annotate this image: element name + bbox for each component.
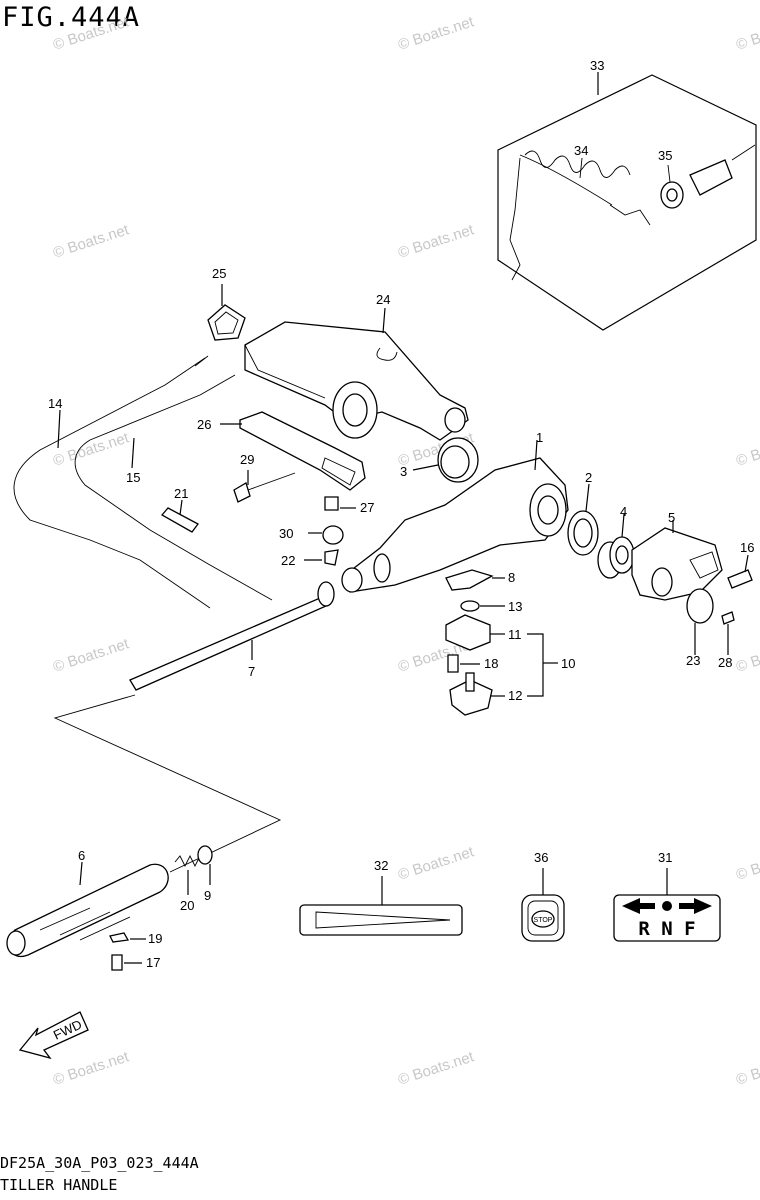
part-24-bracket xyxy=(244,307,469,441)
callout-27: 27 xyxy=(360,500,374,515)
watermark: © Boats.net xyxy=(734,843,760,884)
part-34-lanyard-coil xyxy=(509,150,651,281)
callout-5: 5 xyxy=(668,510,675,525)
callout-24: 24 xyxy=(376,292,390,307)
watermark: © Boats.net xyxy=(734,429,760,470)
watermark: © Boats.net xyxy=(396,13,477,54)
callout-20: 20 xyxy=(180,898,194,913)
watermark: © Boats.net xyxy=(396,221,477,262)
watermark: © Boats.net xyxy=(51,1048,132,1089)
callout-19: 19 xyxy=(148,931,162,946)
part-31-shift-decal: R N F xyxy=(613,868,721,942)
watermark: © Boats.net xyxy=(734,635,760,676)
part-26-plate xyxy=(220,411,366,491)
callout-3: 3 xyxy=(400,464,407,479)
part-13-washer xyxy=(460,600,505,612)
callout-14: 14 xyxy=(48,396,62,411)
callout-25: 25 xyxy=(212,266,226,281)
callout-28: 28 xyxy=(718,655,732,670)
watermark: © Boats.net xyxy=(396,843,477,884)
stop-label: STOP xyxy=(534,917,553,924)
part-1-tiller-arm xyxy=(341,439,569,593)
part-6-grip xyxy=(6,861,169,958)
watermark: © Boats.net xyxy=(51,635,132,676)
watermark: © Boats.net xyxy=(734,13,760,54)
part-19-clip xyxy=(109,932,146,943)
part-11-bracket xyxy=(445,614,505,651)
callout-2: 2 xyxy=(585,470,592,485)
part-9-bushing xyxy=(197,845,213,885)
part-7-shaft xyxy=(129,581,335,691)
callout-23: 23 xyxy=(686,653,700,668)
callout-31: 31 xyxy=(658,850,672,865)
part-29-bolt xyxy=(233,470,296,503)
part-2-washer xyxy=(567,483,599,556)
callout-4: 4 xyxy=(620,504,627,519)
part-21-sleeve xyxy=(160,499,199,533)
watermark: © Boats.net xyxy=(51,221,132,262)
callout-22: 22 xyxy=(281,553,295,568)
part-18-screw xyxy=(447,654,480,673)
callout-7: 7 xyxy=(248,664,255,679)
watermark: © Boats.net xyxy=(51,13,132,54)
callout-8: 8 xyxy=(508,570,515,585)
part-16-bolt xyxy=(727,554,753,589)
callout-9: 9 xyxy=(204,888,211,903)
callout-12: 12 xyxy=(508,688,522,703)
callout-32: 32 xyxy=(374,858,388,873)
part-27-screw xyxy=(324,496,356,511)
callout-33: 33 xyxy=(590,58,604,73)
part-15-cable xyxy=(74,374,273,601)
callout-10: 10 xyxy=(561,656,575,671)
callout-30: 30 xyxy=(279,526,293,541)
part-32-decal xyxy=(299,876,463,936)
part-10-group xyxy=(527,633,558,697)
part-22-clip xyxy=(304,549,339,566)
callout-34: 34 xyxy=(574,143,588,158)
fwd-arrow-icon: FWD xyxy=(18,1011,89,1060)
figure-name: TILLER HANDLE xyxy=(0,1176,118,1194)
callout-13: 13 xyxy=(508,599,522,614)
part-23-plate xyxy=(686,588,714,655)
watermark: © Boats.net xyxy=(51,429,132,470)
callout-26: 26 xyxy=(197,417,211,432)
callout-16: 16 xyxy=(740,540,754,555)
part-25-grommet xyxy=(207,284,246,341)
part-5-housing xyxy=(631,520,723,601)
leader-line xyxy=(53,694,282,873)
watermark: © Boats.net xyxy=(396,1048,477,1089)
callout-15: 15 xyxy=(126,470,140,485)
callout-29: 29 xyxy=(240,452,254,467)
figure-code: DF25A_30A_P03_023_444A xyxy=(0,1154,199,1172)
part-30-cap xyxy=(308,525,344,545)
callout-18: 18 xyxy=(484,656,498,671)
watermark: © Boats.net xyxy=(734,1048,760,1089)
part-8-clip xyxy=(445,569,505,591)
shift-label: R N F xyxy=(638,918,695,940)
part-17-screw xyxy=(111,954,142,971)
callout-1: 1 xyxy=(536,430,543,445)
callout-36: 36 xyxy=(534,850,548,865)
part-3-ring xyxy=(412,437,479,483)
part-12-knob xyxy=(449,672,505,716)
callouts: 1 2 3 4 5 6 7 8 9 10 11 12 13 14 15 16 1… xyxy=(48,58,754,970)
part-28-screw xyxy=(721,611,735,655)
part-4-collar xyxy=(597,513,635,579)
part-36-stop-decal: STOP xyxy=(521,868,565,942)
callout-35: 35 xyxy=(658,148,672,163)
part-33-kit-box xyxy=(497,72,757,331)
callout-17: 17 xyxy=(146,955,160,970)
part-14-cable xyxy=(13,355,211,609)
part-20-spring xyxy=(174,854,201,895)
callout-11: 11 xyxy=(508,627,522,642)
figure-title: FIG.444A xyxy=(2,2,141,33)
part-35-stop-switch xyxy=(660,144,756,209)
callout-21: 21 xyxy=(174,486,188,501)
callout-6: 6 xyxy=(78,848,85,863)
